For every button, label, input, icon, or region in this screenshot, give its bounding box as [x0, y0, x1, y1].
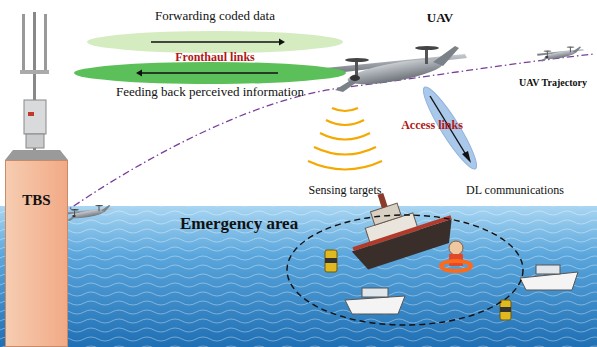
dl-label: DL communications: [466, 184, 564, 197]
link-label: Fronthaul links: [175, 51, 254, 64]
node-text: Forwarding coded data: [155, 9, 275, 23]
link-arrow: [151, 41, 279, 42]
trajectory-label: UAV Trajectory: [519, 77, 587, 88]
node-text: Emergency area: [180, 215, 298, 234]
uav-label: UAV: [427, 11, 454, 25]
emergency-area: Emergency area: [175, 212, 525, 340]
link-label: Access links: [401, 119, 463, 132]
sensing-label: Sensing targets: [309, 184, 382, 197]
fronthaul-forward-ellipse: Forwarding coded data: [85, 6, 345, 54]
arrow-head: [279, 39, 285, 46]
tbs-building: TBS: [5, 160, 68, 347]
arrow-head: [136, 70, 142, 77]
link-arrow: [142, 72, 278, 73]
area-outline: [287, 215, 523, 325]
node-text: TBS: [22, 192, 50, 209]
fronthaul-feedback-ellipse: Feeding back perceived information: [72, 60, 348, 104]
link-ellipse: [74, 62, 346, 84]
node-text: Feeding back perceived information: [116, 85, 304, 99]
link-ellipse: [87, 31, 343, 53]
